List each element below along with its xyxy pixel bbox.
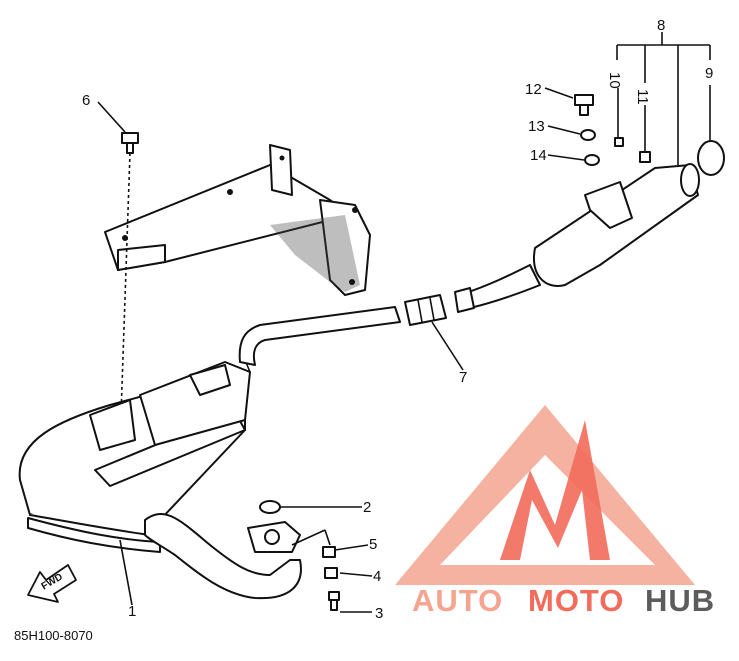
watermark-text-hub: HUB <box>645 583 715 618</box>
frame-bracket <box>104 144 371 296</box>
expansion-chamber-part-1 <box>18 359 251 553</box>
watermark-text-moto: MOTO <box>528 583 624 618</box>
bolt-part-6 <box>120 132 139 416</box>
callout-2: 2 <box>363 499 371 516</box>
joint-part-7 <box>404 294 464 371</box>
silencer-part-8 <box>454 163 700 313</box>
callout-9: 9 <box>705 65 713 82</box>
callout-13: 13 <box>528 118 545 135</box>
callout-11: 11 <box>634 89 651 105</box>
tail-pipe-front <box>238 306 401 366</box>
callout-3: 3 <box>375 605 383 622</box>
callout-14: 14 <box>530 147 547 164</box>
callout-6: 6 <box>82 92 90 109</box>
forward-arrow: FWD <box>27 564 77 603</box>
lower-fasteners <box>259 500 340 611</box>
exhaust-pipe-lower <box>144 513 302 600</box>
callout-8: 8 <box>657 17 665 34</box>
callout-4: 4 <box>373 568 381 585</box>
leader-lines <box>97 32 711 613</box>
callout-1: 1 <box>128 603 136 620</box>
silencer-fasteners <box>574 94 651 166</box>
diagram-code: 85H100-8070 <box>14 628 93 643</box>
callout-12: 12 <box>525 81 542 98</box>
callout-numbers: 6 1 2 3 4 5 7 8 9 10 11 12 13 14 <box>82 17 713 622</box>
callout-10: 10 <box>606 72 623 89</box>
watermark-text-auto: AUTO <box>412 583 503 618</box>
gasket-ring-part-9 <box>697 140 725 176</box>
callout-7: 7 <box>459 369 467 386</box>
watermark-m-mark <box>500 420 610 560</box>
watermark-logo: AUTO MOTO HUB <box>395 405 715 618</box>
callout-5: 5 <box>369 536 377 553</box>
